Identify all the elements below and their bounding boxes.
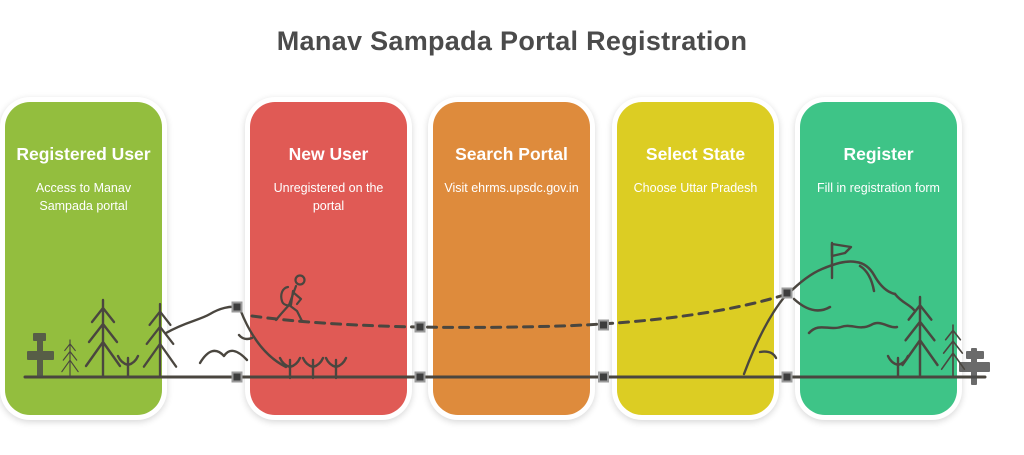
card-registered-user-body: Registered User Access to Manav Sampada … — [5, 102, 162, 415]
card-register-body: Register Fill in registration form — [800, 102, 957, 415]
card-register: Register Fill in registration form — [795, 97, 962, 420]
card-heading: Select State — [645, 144, 746, 164]
page-title: Manav Sampada Portal Registration — [276, 26, 748, 56]
card-select-state: Select State Choose Uttar Pradesh — [612, 97, 779, 420]
card-subtitle: Access to Manav Sampada portal — [35, 181, 132, 214]
card-search-portal-body: Search Portal Visit ehrms.upsdc.gov.in — [433, 102, 590, 415]
card-new-user-body: New User Unregistered on the portal — [250, 102, 407, 415]
card-heading: Register — [843, 144, 914, 164]
card-new-user: New User Unregistered on the portal — [245, 97, 412, 420]
card-subtitle: Unregistered on the portal — [273, 181, 384, 214]
card-registered-user: Registered User Access to Manav Sampada … — [0, 97, 167, 420]
hill-line — [198, 349, 249, 365]
card-select-state-body: Select State Choose Uttar Pradesh — [617, 102, 774, 415]
card-subtitle: Fill in registration form — [817, 181, 940, 195]
card-search-portal: Search Portal Visit ehrms.upsdc.gov.in — [428, 97, 595, 420]
card-heading: Registered User — [16, 144, 151, 164]
card-subtitle: Visit ehrms.upsdc.gov.in — [444, 181, 579, 195]
card-heading: Search Portal — [455, 144, 568, 164]
card-heading: New User — [288, 144, 369, 164]
end-signpost-icon — [959, 348, 990, 385]
trail-solid-path — [164, 305, 239, 335]
card-subtitle: Choose Uttar Pradesh — [633, 181, 758, 195]
